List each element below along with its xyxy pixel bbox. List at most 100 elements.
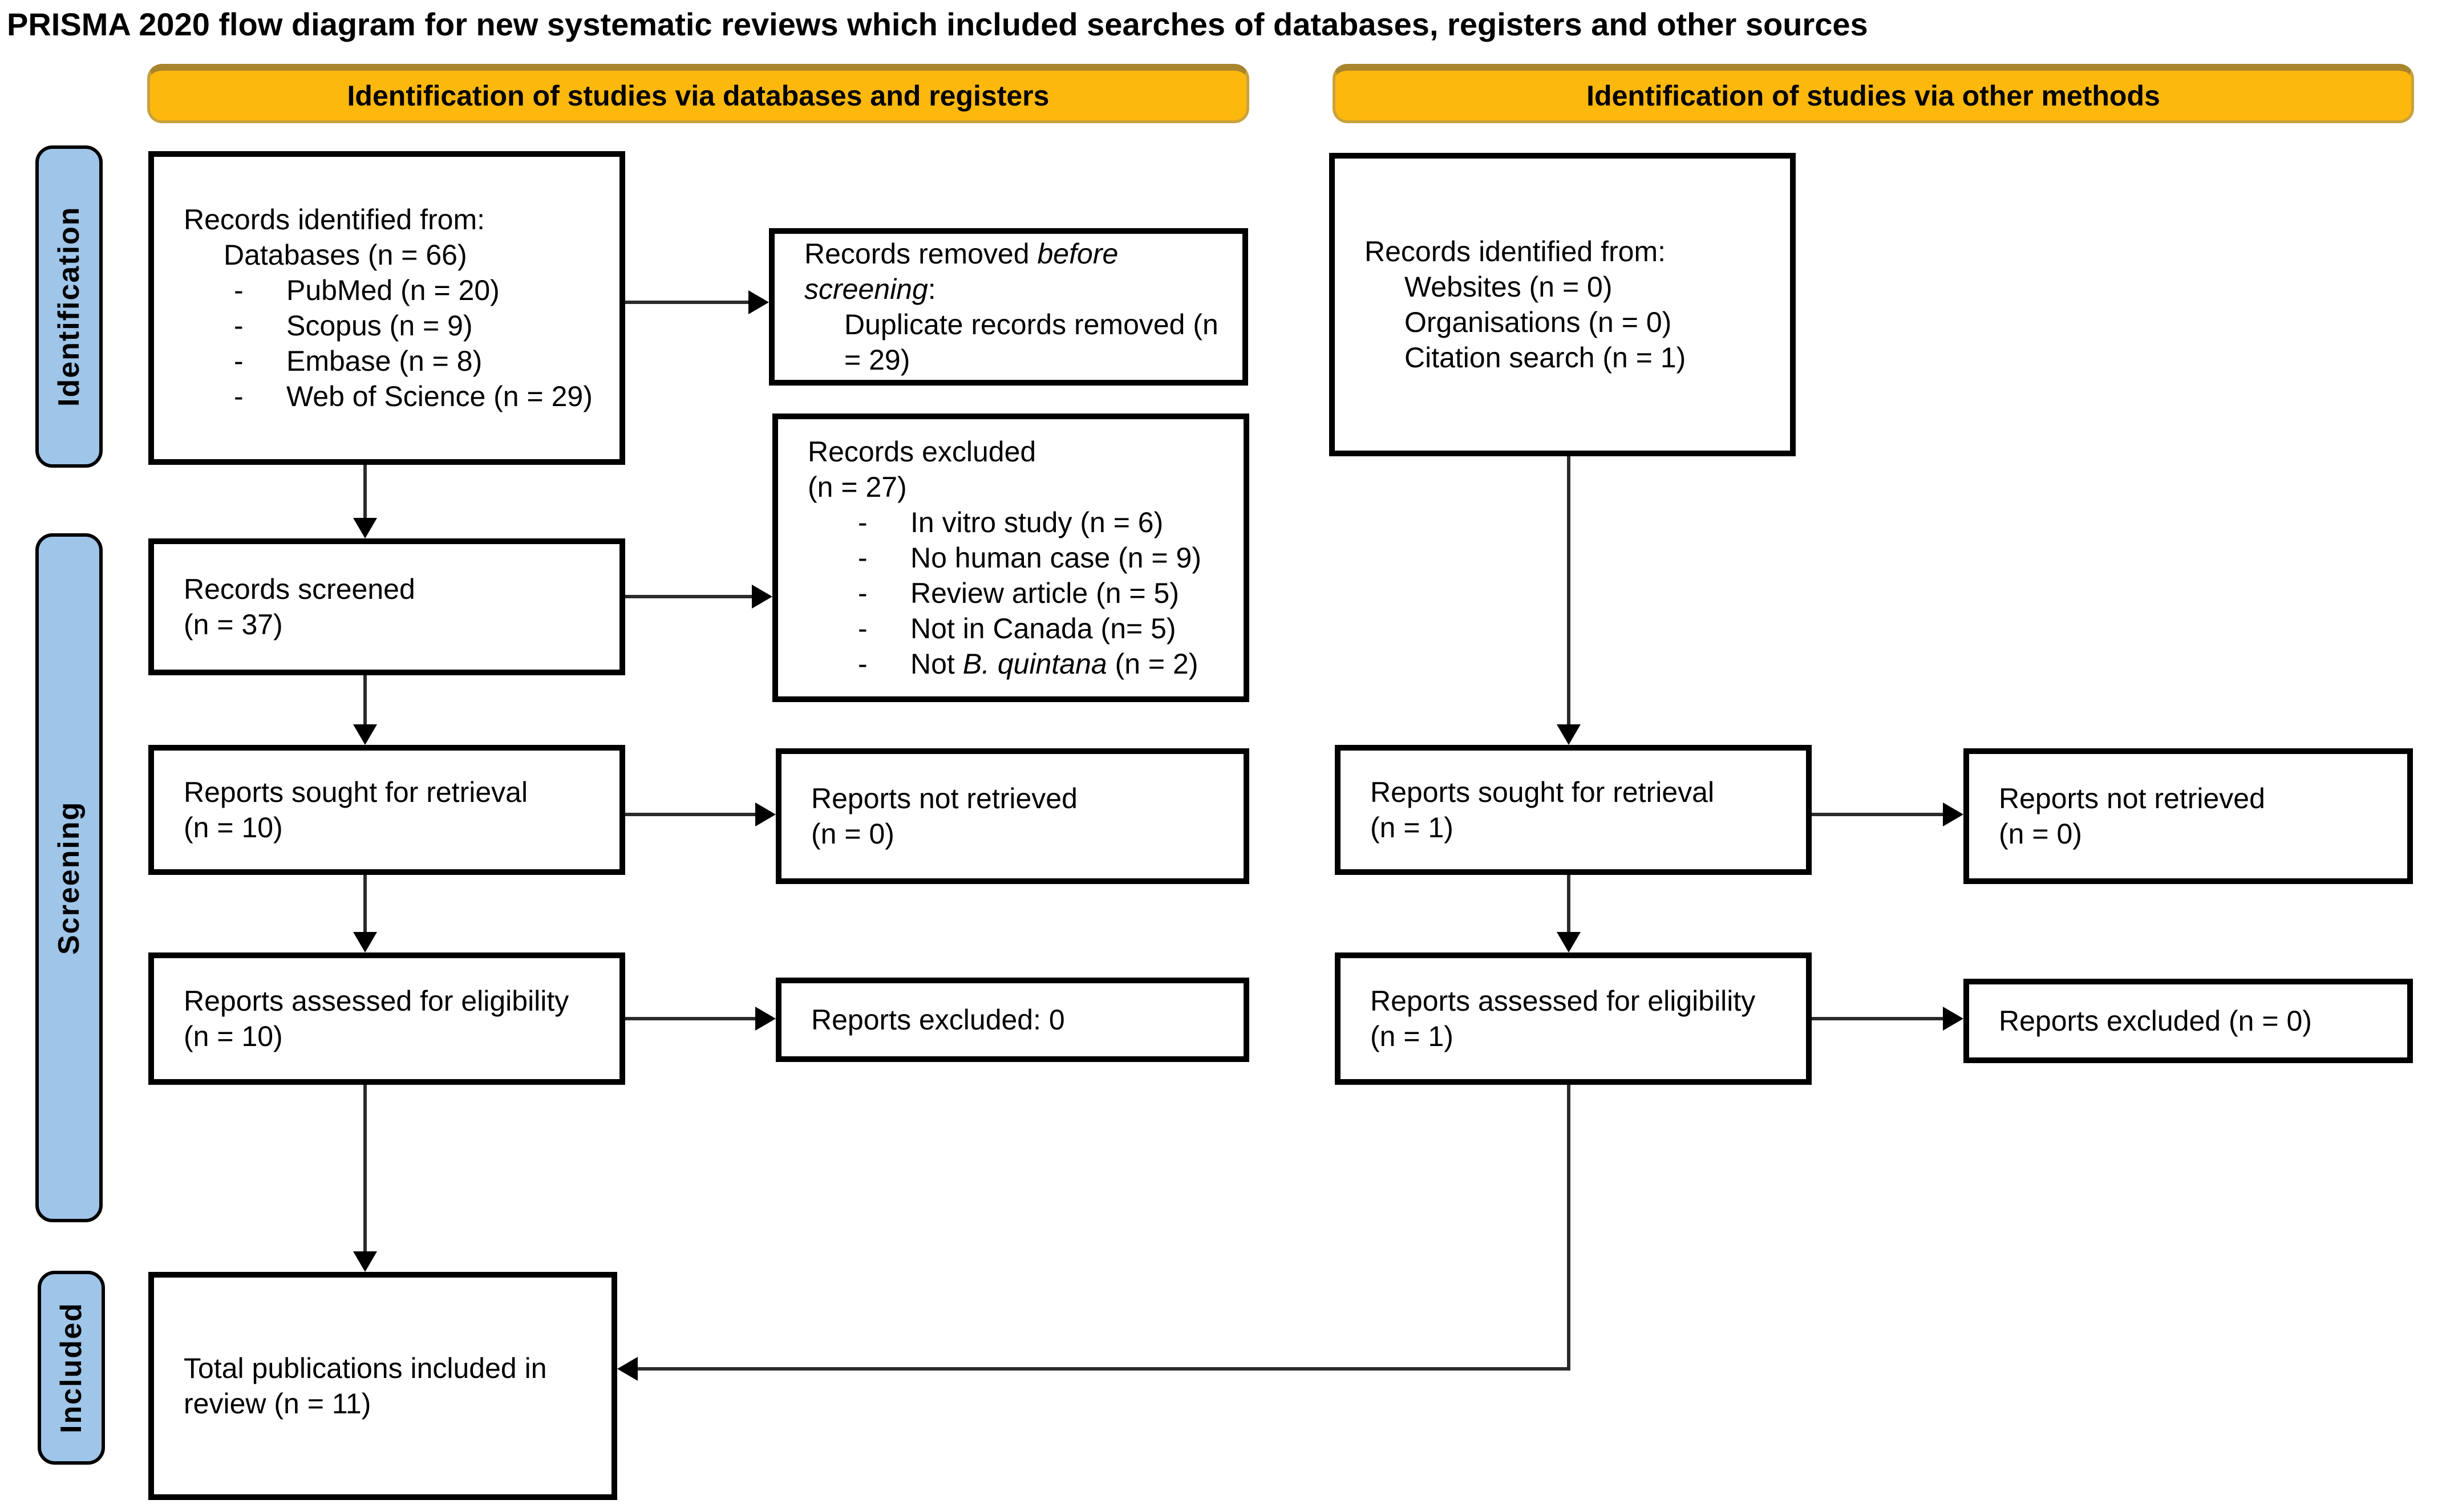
text-line: - No human case (n = 9) [808, 540, 1233, 575]
text-segment-group: Databases (n = 66) [224, 239, 467, 271]
box-reports-sought-databases: Reports sought for retrieval (n = 10) [148, 745, 625, 875]
sidebar-included: Included [38, 1271, 105, 1465]
flow-arrow-other-assessed-to-excluded [1943, 1007, 1963, 1031]
flow-arrow-screened-to-sought [363, 675, 367, 725]
text-segment-group: Records identified from: [1364, 236, 1666, 267]
text-line: Reports sought for retrieval [184, 775, 609, 810]
text-segment-group: (n = 37) [184, 609, 283, 641]
flow-arrow-other-assessed-elbow-down [1567, 1085, 1570, 1371]
text-segment-group: (n = 1) [1370, 812, 1453, 844]
flow-arrow-other-identified-to-sought [1557, 724, 1581, 745]
flow-arrow-db-identified-to-screened [353, 518, 377, 538]
text-segment-group: Reports sought for retrieval [1370, 776, 1715, 808]
box-reports-not-retrieved-databases: Reports not retrieved(n = 0) [776, 748, 1249, 884]
flow-arrow-other-sought-to-not-retrieved [1812, 813, 1944, 816]
text-segment-group: Reports assessed for eligibility [184, 985, 569, 1017]
text-line: Organisations (n = 0) [1364, 305, 1780, 340]
flow-arrow-other-sought-to-assessed [1567, 875, 1570, 933]
text-segment-group: Duplicate records removed (n [844, 309, 1218, 340]
box-reports-assessed-databases: Reports assessed for eligibility(n = 10) [148, 952, 625, 1085]
text-segment-group: Reports excluded: 0 [811, 1004, 1065, 1036]
text-segment-group: Not B. quintana (n = 2) [910, 648, 1198, 680]
text-line: Records identified from: [184, 202, 609, 237]
text-line: Records identified from: [1364, 234, 1780, 269]
text-line: Records removed before [804, 236, 1232, 271]
text-segment-group: Reports excluded (n = 0) [1999, 1005, 2312, 1037]
text-line: Records screened [184, 571, 609, 607]
text-segment-group: Citation search (n = 1) [1404, 342, 1686, 374]
dash-bullet: - [858, 648, 868, 680]
text-segment-group: (n = 10) [184, 812, 283, 844]
dash-bullet: - [858, 577, 868, 609]
box-reports-sought-other: Reports sought for retrieval (n = 1) [1335, 745, 1812, 875]
text-segment-group: Review article (n = 5) [910, 577, 1179, 609]
text-line: Reports excluded (n = 0) [1999, 1003, 2397, 1039]
text-line: screening: [804, 271, 1232, 307]
flow-arrow-assessed-to-excluded [625, 1017, 756, 1020]
text-segment-group: No human case (n = 9) [910, 542, 1201, 574]
dash-bullet: - [234, 345, 244, 377]
box-reports-not-retrieved-other: Reports not retrieved(n = 0) [1963, 748, 2413, 884]
flow-arrow-other-sought-to-assessed [1557, 932, 1581, 952]
flow-arrow-other-assessed-elbow-left [637, 1367, 1570, 1371]
dash-bullet: - [858, 506, 868, 538]
text-line: - Not B. quintana (n = 2) [808, 646, 1233, 682]
text-line: - Review article (n = 5) [808, 575, 1233, 611]
dash-bullet: - [858, 542, 868, 574]
box-records-identified-databases: Records identified from:Databases (n = 6… [148, 151, 625, 465]
text-line: review (n = 11) [184, 1386, 601, 1421]
text-segment-group: review (n = 11) [184, 1388, 371, 1420]
text-segment-group: (n = 0) [811, 818, 894, 850]
text-segment-group: Not in Canada (n= 5) [910, 613, 1176, 644]
flow-arrow-assessed-to-total [353, 1251, 377, 1272]
text-segment-group: Records screened [184, 573, 415, 605]
text-line: Total publications included in [184, 1351, 601, 1386]
text-line: (n = 27) [808, 469, 1233, 505]
text-segment-group: Organisations (n = 0) [1404, 306, 1672, 338]
flow-arrow-other-assessed-elbow-left [617, 1357, 638, 1381]
text-line: (n = 10) [184, 1019, 609, 1054]
text-segment-group: (n = 27) [808, 471, 907, 503]
text-segment-group: screening: [804, 273, 936, 305]
text-line: (n = 0) [1999, 816, 2397, 852]
text-segment-group: Websites (n = 0) [1404, 271, 1613, 303]
flow-arrow-assessed-to-excluded [755, 1007, 776, 1031]
text-segment-group: = 29) [844, 344, 910, 376]
text-line: -Scopus (n = 9) [184, 308, 609, 343]
text-line: -PubMed (n = 20) [184, 273, 609, 308]
box-reports-excluded-other: Reports excluded (n = 0) [1963, 979, 2413, 1063]
sidebar-identification: Identification [35, 145, 103, 468]
text-segment-group: Records removed before [804, 238, 1119, 270]
text-segment-group: Reports not retrieved [1999, 783, 2265, 814]
flow-arrow-other-identified-to-sought [1567, 456, 1570, 725]
text-segment-group: (n = 1) [1370, 1020, 1453, 1052]
flow-arrow-screened-to-excluded [752, 585, 772, 609]
text-line: Citation search (n = 1) [1364, 340, 1780, 375]
text-line: (n = 37) [184, 607, 609, 642]
text-segment-group: Records excluded [808, 436, 1036, 468]
text-line: Reports not retrieved [1999, 781, 2397, 816]
flow-arrow-sought-to-not-retrieved [755, 802, 776, 826]
flow-arrow-sought-to-assessed [353, 932, 377, 952]
text-segment-group: In vitro study (n = 6) [910, 506, 1164, 538]
text-line: Duplicate records removed (n [804, 307, 1232, 342]
text-line: Records excluded [808, 434, 1233, 469]
box-reports-excluded-databases: Reports excluded: 0 [776, 978, 1249, 1062]
page-title: PRISMA 2020 flow diagram for new systema… [7, 6, 1868, 42]
text-segment-group: Records identified from: [184, 204, 485, 236]
text-line: -Web of Science (n = 29) [184, 379, 609, 414]
flow-arrow-screened-to-excluded [625, 595, 753, 598]
sidebar-screening: Screening [35, 533, 103, 1222]
flow-arrow-sought-to-assessed [363, 875, 367, 933]
text-line: = 29) [804, 342, 1232, 378]
banner-databases-registers: Identification of studies via databases … [147, 64, 1249, 123]
flow-arrow-db-identified-to-screened [363, 465, 367, 519]
flow-arrow-other-sought-to-not-retrieved [1943, 802, 1963, 826]
text-segment-group: Reports sought for retrieval [184, 776, 528, 808]
text-segment-group: Embase (n = 8) [286, 345, 483, 377]
text-line: - In vitro study (n = 6) [808, 505, 1233, 540]
text-line: Websites (n = 0) [1364, 269, 1780, 305]
